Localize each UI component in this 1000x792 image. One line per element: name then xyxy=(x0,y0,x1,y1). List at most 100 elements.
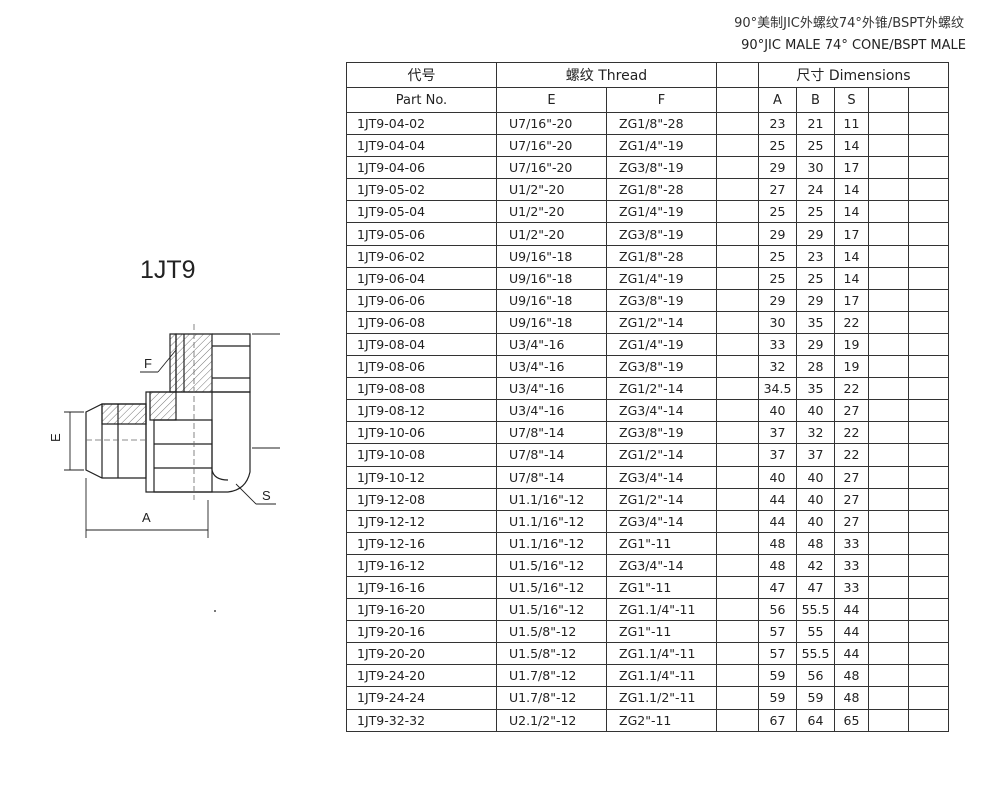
header-dimensions: 尺寸 Dimensions xyxy=(758,62,949,88)
cell-thread-e: U7/8"-14 xyxy=(496,421,607,445)
title-english: 90°JIC MALE 74° CONE/BSPT MALE xyxy=(741,38,966,53)
cell-blank xyxy=(868,332,909,357)
cell-dim-a: 27 xyxy=(758,178,797,202)
cell-blank xyxy=(908,200,949,224)
cell-dim-b: 35 xyxy=(796,377,835,401)
cell-blank xyxy=(716,465,759,489)
cell-part-no: 1JT9-08-04 xyxy=(346,332,497,357)
header-row-1: 代号 螺纹 Thread 尺寸 Dimensions xyxy=(346,62,949,88)
cell-dim-b: 55 xyxy=(796,620,835,644)
cell-blank xyxy=(868,421,909,445)
cell-blank xyxy=(908,575,949,600)
cell-part-no: 1JT9-04-04 xyxy=(346,134,497,158)
cell-dim-a: 32 xyxy=(758,355,797,379)
cell-dim-s: 14 xyxy=(834,200,869,224)
cell-thread-e: U1.7/8"-12 xyxy=(496,664,607,688)
cell-thread-f: ZG1/2"-14 xyxy=(606,443,717,467)
cell-blank xyxy=(868,598,909,622)
cell-blank xyxy=(716,134,759,158)
cell-thread-e: U3/4"-16 xyxy=(496,355,607,379)
cell-thread-f: ZG3/8"-19 xyxy=(606,156,717,180)
cell-thread-e: U1.5/8"-12 xyxy=(496,642,607,666)
label-a: A xyxy=(142,510,151,525)
cell-blank xyxy=(908,244,949,268)
cell-dim-b: 29 xyxy=(796,288,835,312)
cell-blank xyxy=(908,355,949,379)
cell-dim-a: 44 xyxy=(758,509,797,533)
cell-dim-a: 57 xyxy=(758,620,797,644)
header-thread: 螺纹 Thread xyxy=(496,62,717,88)
cell-blank xyxy=(908,509,949,533)
cell-dim-b: 25 xyxy=(796,266,835,290)
cell-blank xyxy=(716,200,759,224)
cell-dim-a: 59 xyxy=(758,664,797,688)
title-chinese: 90°美制JIC外螺纹74°外锥/BSPT外螺纹 xyxy=(734,16,964,31)
cell-dim-a: 47 xyxy=(758,575,797,600)
cell-blank xyxy=(868,178,909,202)
cell-thread-e: U7/16"-20 xyxy=(496,156,607,180)
cell-blank xyxy=(908,111,949,136)
cell-dim-b: 55.5 xyxy=(796,642,835,666)
cell-thread-e: U7/16"-20 xyxy=(496,111,607,136)
cell-part-no: 1JT9-24-20 xyxy=(346,664,497,688)
cell-blank xyxy=(908,134,949,158)
cell-dim-a: 34.5 xyxy=(758,377,797,401)
cell-dim-b: 59 xyxy=(796,686,835,710)
cell-blank xyxy=(716,553,759,577)
cell-dim-b: 29 xyxy=(796,332,835,357)
cell-thread-f: ZG3/4"-14 xyxy=(606,553,717,577)
cell-blank xyxy=(716,332,759,357)
cell-thread-f: ZG3/4"-14 xyxy=(606,465,717,489)
cell-dim-s: 19 xyxy=(834,355,869,379)
cell-thread-e: U7/8"-14 xyxy=(496,465,607,489)
cell-thread-e: U1.1/16"-12 xyxy=(496,509,607,533)
cell-dim-b: 30 xyxy=(796,156,835,180)
cell-part-no: 1JT9-10-06 xyxy=(346,421,497,445)
cell-thread-e: U1.1/16"-12 xyxy=(496,531,607,555)
cell-part-no: 1JT9-16-12 xyxy=(346,553,497,577)
cell-part-no: 1JT9-32-32 xyxy=(346,708,497,732)
cell-dim-a: 25 xyxy=(758,200,797,224)
cell-blank xyxy=(716,310,759,334)
cell-blank xyxy=(716,642,759,666)
cell-dim-s: 48 xyxy=(834,664,869,688)
cell-dim-b: 35 xyxy=(796,310,835,334)
cell-blank xyxy=(908,332,949,357)
cell-blank xyxy=(716,620,759,644)
cell-part-no: 1JT9-06-08 xyxy=(346,310,497,334)
cell-blank xyxy=(908,377,949,401)
cell-blank xyxy=(908,598,949,622)
cell-blank xyxy=(716,399,759,423)
cell-part-no: 1JT9-04-02 xyxy=(346,111,497,136)
cell-part-no: 1JT9-05-06 xyxy=(346,222,497,246)
cell-part-no: 1JT9-16-16 xyxy=(346,575,497,600)
cell-blank xyxy=(716,244,759,268)
cell-blank xyxy=(716,355,759,379)
cell-thread-f: ZG3/8"-19 xyxy=(606,421,717,445)
cell-dim-s: 65 xyxy=(834,708,869,732)
stray-dot xyxy=(214,610,216,612)
cell-dim-s: 27 xyxy=(834,465,869,489)
label-e: E xyxy=(48,433,63,442)
cell-blank xyxy=(868,686,909,710)
cell-blank xyxy=(868,310,909,334)
cell-part-no: 1JT9-08-12 xyxy=(346,399,497,423)
cell-dim-s: 22 xyxy=(834,310,869,334)
cell-part-no: 1JT9-16-20 xyxy=(346,598,497,622)
cell-thread-f: ZG1/8"-28 xyxy=(606,244,717,268)
cell-dim-s: 27 xyxy=(834,509,869,533)
cell-blank xyxy=(868,465,909,489)
cell-dim-a: 48 xyxy=(758,553,797,577)
cell-blank xyxy=(868,288,909,312)
cell-blank xyxy=(908,620,949,644)
cell-dim-s: 27 xyxy=(834,399,869,423)
cell-thread-f: ZG3/4"-14 xyxy=(606,509,717,533)
